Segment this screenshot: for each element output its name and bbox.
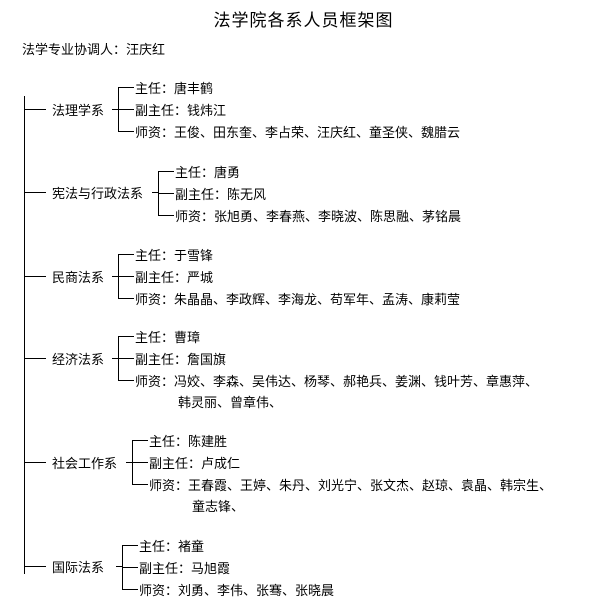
department-name: 国际法系 xyxy=(52,561,105,576)
dept-bracket-link-line xyxy=(126,462,132,463)
dept-connector-line xyxy=(24,276,46,277)
dept-bracket-link-line xyxy=(112,109,118,110)
faculty-label: 师资：王春霞、王婷、朱丹、刘光宁、张文杰、赵琼、袁晶、韩宗生、 xyxy=(149,479,553,494)
dept-bracket-link-line xyxy=(152,192,158,193)
head-label: 主任：唐勇 xyxy=(175,166,241,181)
dept-connector-line xyxy=(24,462,46,463)
faculty-label: 韩灵丽、曾章伟、 xyxy=(178,396,283,411)
coordinator-label: 法学专业协调人：汪庆红 xyxy=(22,43,166,58)
deputy-label: 副主任：钱炜江 xyxy=(135,104,227,119)
faculty-label: 师资：朱晶晶、李政辉、李海龙、苟军年、孟涛、康莉莹 xyxy=(135,293,461,308)
member-tick-line xyxy=(118,87,134,88)
dept-connector-line xyxy=(24,192,46,193)
department-name: 宪法与行政法系 xyxy=(52,187,144,202)
deputy-label: 副主任：詹国旗 xyxy=(135,353,227,368)
member-tick-line xyxy=(118,109,134,110)
deputy-label: 副主任：卢成仁 xyxy=(149,457,241,472)
member-tick-line xyxy=(158,171,174,172)
dept-bracket-link-line xyxy=(116,566,122,567)
head-label: 主任：陈建胜 xyxy=(149,435,228,450)
deputy-label: 副主任：严城 xyxy=(135,271,214,286)
head-label: 主任：褚童 xyxy=(139,540,205,555)
member-tick-line xyxy=(122,567,138,568)
faculty-label: 师资：张旭勇、李春燕、李晓波、陈思融、茅铭晨 xyxy=(175,210,462,225)
member-tick-line xyxy=(122,545,138,546)
deputy-label: 副主任：马旭霞 xyxy=(139,562,231,577)
member-tick-line xyxy=(118,254,134,255)
member-tick-line xyxy=(158,193,174,194)
member-tick-line xyxy=(118,336,134,337)
faculty-label: 师资：王俊、田东奎、李占荣、汪庆红、童圣侠、魏腊云 xyxy=(135,126,461,141)
department-name: 民商法系 xyxy=(52,271,105,286)
dept-connector-line xyxy=(24,358,46,359)
root-connector-line xyxy=(24,96,25,574)
member-tick-line xyxy=(132,484,148,485)
member-tick-line xyxy=(118,276,134,277)
dept-bracket-link-line xyxy=(112,276,118,277)
faculty-label: 师资：冯姣、李森、吴伟达、杨琴、郝艳兵、姜渊、钱叶芳、章惠萍、 xyxy=(135,375,539,390)
page-title: 法学院各系人员框架图 xyxy=(213,11,394,31)
faculty-label: 童志锋、 xyxy=(192,500,245,515)
member-tick-line xyxy=(132,440,148,441)
head-label: 主任：曹璋 xyxy=(135,331,201,346)
department-name: 社会工作系 xyxy=(52,457,118,472)
member-tick-line xyxy=(118,380,134,381)
dept-bracket-link-line xyxy=(112,358,118,359)
faculty-label: 师资：刘勇、李伟、张骞、张晓晨 xyxy=(139,584,335,599)
department-name: 经济法系 xyxy=(52,353,105,368)
department-name: 法理学系 xyxy=(52,104,105,119)
head-label: 主任：于雪锋 xyxy=(135,249,214,264)
member-tick-line xyxy=(118,358,134,359)
dept-connector-line xyxy=(24,109,46,110)
head-label: 主任：唐丰鹤 xyxy=(135,82,214,97)
deputy-label: 副主任：陈无风 xyxy=(175,188,267,203)
dept-connector-line xyxy=(24,566,46,567)
member-tick-line xyxy=(122,589,138,590)
member-tick-line xyxy=(158,215,174,216)
member-tick-line xyxy=(118,298,134,299)
member-tick-line xyxy=(132,462,148,463)
member-tick-line xyxy=(118,131,134,132)
